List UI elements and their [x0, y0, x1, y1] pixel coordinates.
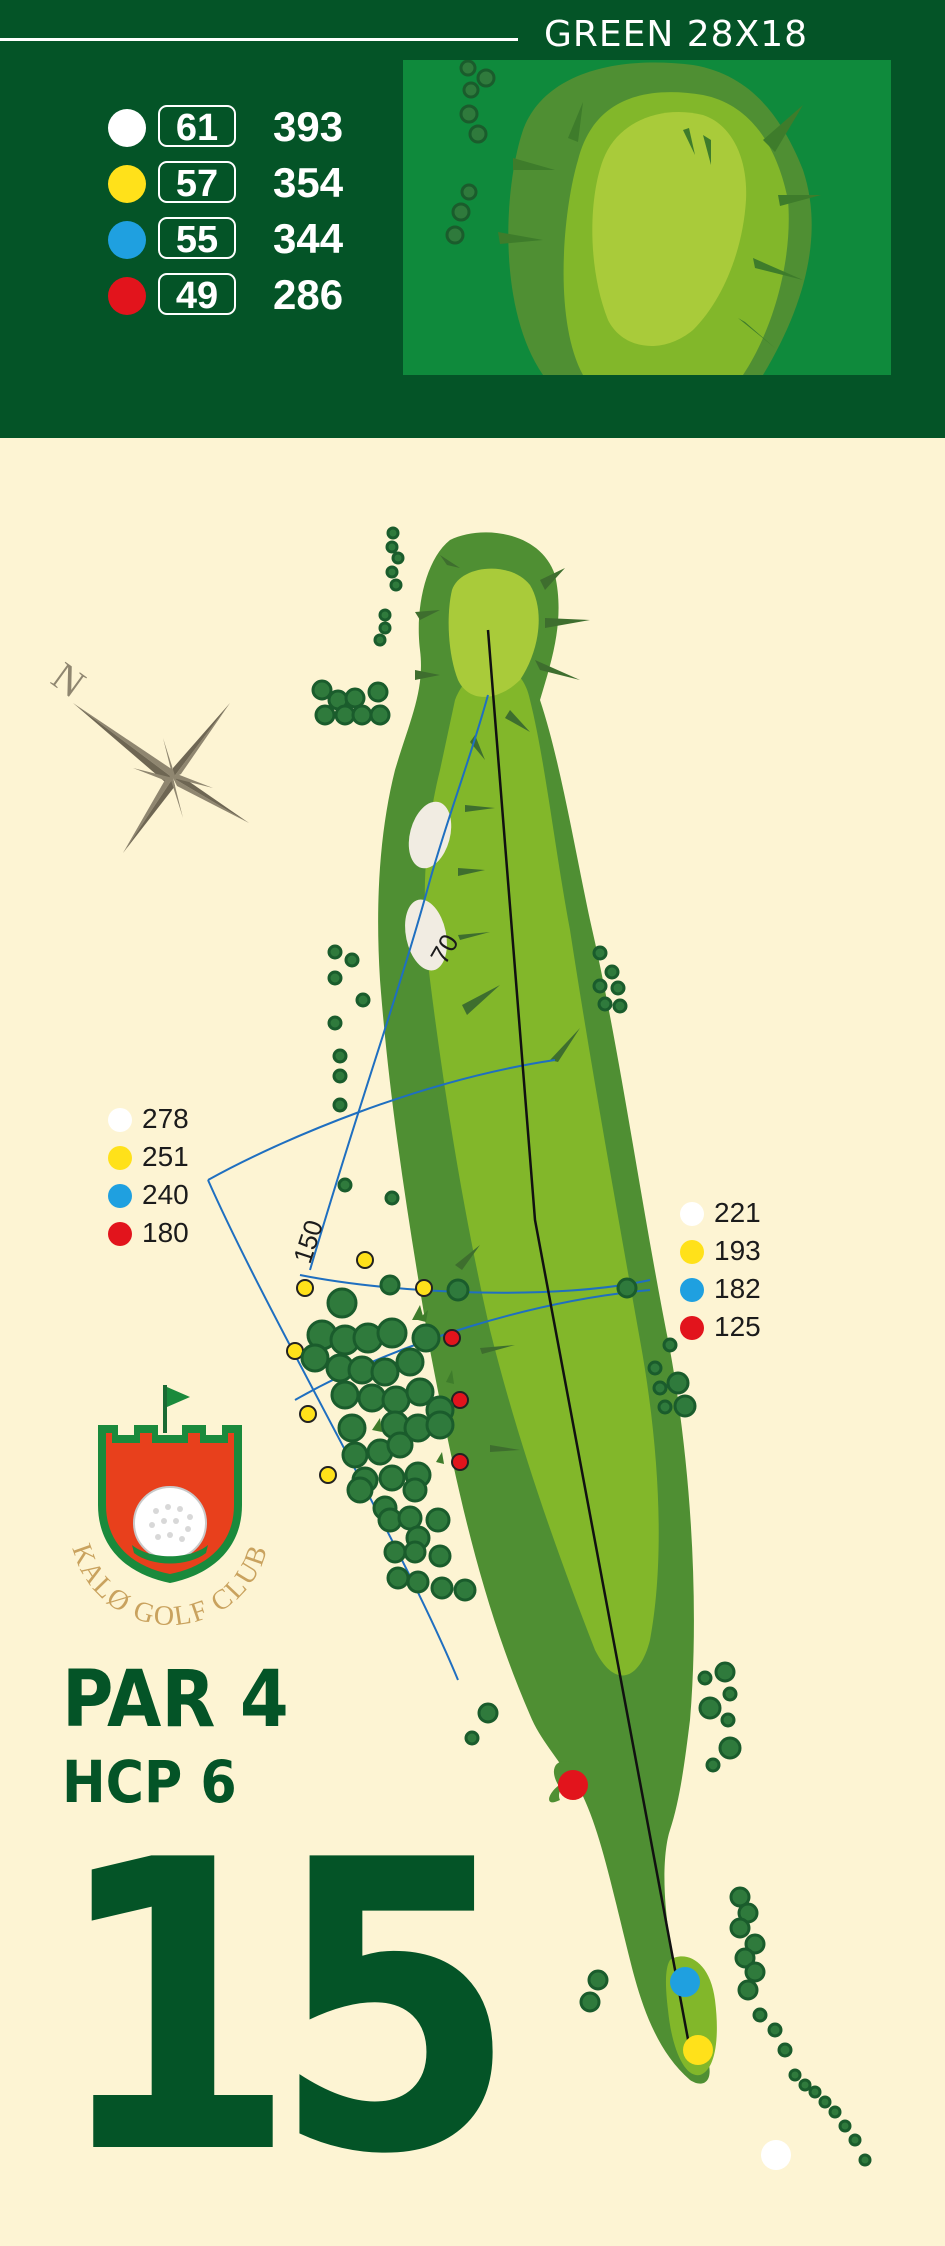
legend-value: 182 [714, 1273, 761, 1304]
green-size-label: GREEN 28X18 [544, 14, 809, 55]
green-detail-view [403, 60, 891, 375]
bunker [408, 801, 452, 869]
legend-value: 193 [714, 1235, 761, 1266]
tee-number: 61 [158, 105, 236, 149]
tee-number: 55 [158, 217, 236, 261]
tee-row-yellow: 57 354 [108, 159, 368, 207]
blue-tee-icon [108, 221, 146, 259]
white-tee-icon [108, 1108, 132, 1132]
par-label: PAR 4 [62, 1655, 289, 1745]
tee-number: 49 [158, 273, 236, 317]
red-tee-icon [108, 277, 146, 315]
hole-number: 15 [52, 1777, 517, 2242]
bunker [405, 899, 447, 971]
yellow-tee-icon [108, 165, 146, 203]
red-tee-icon [108, 1222, 132, 1246]
tee-number: 57 [158, 161, 236, 205]
blue-tee-icon [670, 1967, 700, 1997]
club-logo: KALØ GOLF CLUB [60, 1385, 280, 1632]
header-divider-line [0, 38, 518, 41]
tee-row-blue: 55 344 [108, 215, 368, 263]
white-tee-icon [761, 2140, 791, 2170]
legend-value: 278 [142, 1103, 189, 1134]
legend-value: 251 [142, 1141, 189, 1172]
header-panel: GREEN 28X18 61 393 57 354 55 344 49 286 [0, 0, 945, 438]
tee-length: 286 [273, 271, 344, 318]
legend-value: 221 [714, 1197, 761, 1228]
distance-marker-150: 150 [287, 1216, 329, 1267]
red-tee-icon [680, 1316, 704, 1340]
white-tee-icon [108, 109, 146, 147]
yellow-tee-icon [108, 1146, 132, 1170]
blue-tee-icon [680, 1278, 704, 1302]
tee-length: 354 [273, 159, 344, 206]
green-area [448, 568, 539, 697]
tee-row-red: 49 286 [108, 271, 368, 319]
legend-value: 125 [714, 1311, 761, 1342]
white-tee-icon [680, 1202, 704, 1226]
legend-value: 240 [142, 1179, 189, 1210]
legend-value: 180 [142, 1217, 189, 1248]
red-tee-icon [558, 1770, 588, 1800]
yellow-tee-icon [683, 2035, 713, 2065]
yellow-tee-icon [680, 1240, 704, 1264]
tee-row-white: 61 393 [108, 103, 368, 151]
fairway-area [424, 666, 659, 1676]
blue-tee-icon [108, 1184, 132, 1208]
svg-text:N: N [44, 653, 94, 706]
tee-length: 344 [273, 215, 344, 262]
tee-length: 393 [273, 103, 344, 150]
compass-rose-icon: N [44, 653, 249, 853]
hcp-label: HCP 6 [62, 1748, 237, 1816]
hole-map: N 70 150 [44, 526, 872, 2170]
